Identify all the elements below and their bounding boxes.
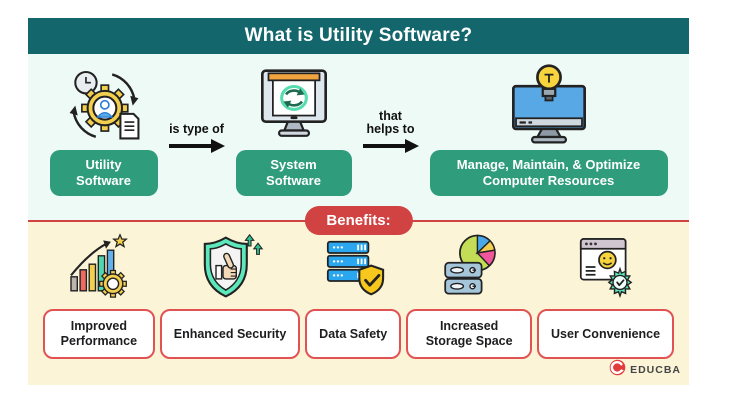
benefit-enhanced-security: Enhanced Security [159, 232, 301, 359]
growth-chart-gear-star-icon [63, 232, 135, 302]
flow-section: Utility Software is type of [28, 54, 689, 220]
monitor-sync-icon [250, 65, 338, 145]
manage-resources-node: Manage, Maintain, & Optimize Computer Re… [429, 150, 668, 196]
browser-smiley-badge-icon [570, 232, 642, 302]
header-bar: What is Utility Software? [28, 18, 689, 54]
brand-name: EDUCBA [630, 364, 681, 376]
connector-is-type-of: is type of [166, 121, 228, 196]
benefit-data-safety: Data Safety [305, 232, 402, 359]
benefit-user-convenience: User Convenience [537, 232, 675, 359]
page-title: What is Utility Software? [244, 25, 473, 46]
connector-that-helps-to: that helps to [360, 108, 422, 196]
system-software-node: System Software [235, 150, 352, 196]
flow-node-utility-software: Utility Software [49, 63, 158, 196]
benefit-label: Improved Performance [42, 309, 155, 359]
benefit-increased-storage: Increased Storage Space [406, 232, 533, 359]
connector-label: is type of [169, 121, 224, 136]
right-arrow-icon [168, 139, 225, 158]
benefits-title-badge: Benefits: [304, 206, 413, 235]
flow-node-system-software: System Software [235, 65, 352, 196]
educba-logo-icon [609, 359, 626, 381]
monitor-lightbulb-icon [503, 63, 595, 145]
utility-software-node: Utility Software [49, 150, 158, 196]
brand-logo: EDUCBA [609, 359, 681, 381]
flow-node-manage-resources: Manage, Maintain, & Optimize Computer Re… [429, 63, 668, 196]
connector-label: that helps to [366, 108, 415, 136]
benefits-section: Benefits: [28, 206, 689, 385]
gear-person-clock-document-icon [61, 63, 147, 145]
benefit-improved-performance: Improved Performance [42, 232, 155, 359]
content-frame: What is Utility Software? [28, 18, 689, 385]
server-shield-check-icon [318, 232, 388, 302]
benefit-label: Data Safety [305, 309, 402, 359]
benefit-label: Increased Storage Space [406, 309, 533, 359]
shield-thumbs-up-icon [194, 232, 266, 302]
storage-drive-pie-chart-icon [433, 232, 505, 302]
benefit-label: User Convenience [537, 309, 675, 359]
right-arrow-icon [362, 139, 419, 158]
benefit-label: Enhanced Security [159, 309, 301, 359]
